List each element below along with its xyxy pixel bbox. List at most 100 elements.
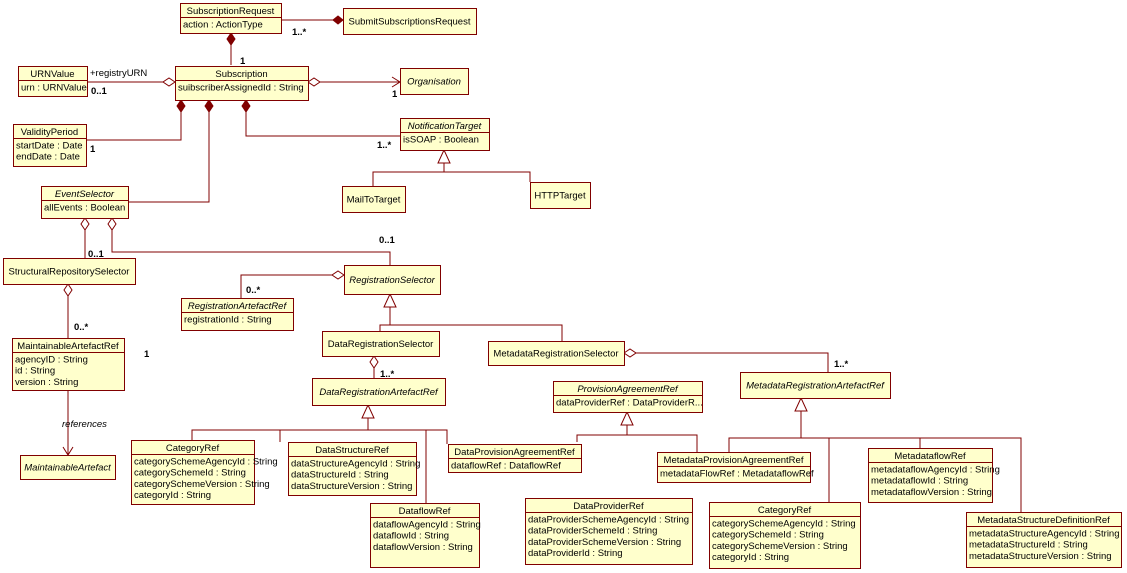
class-name: DataRegistrationSelector [328, 339, 434, 350]
class-name: DataProvisionAgreementRef [454, 447, 575, 458]
class-box [488, 341, 625, 366]
class-attribute: agencyID : String [15, 355, 88, 366]
class-attribute: action : ActionType [183, 20, 263, 31]
class-box [400, 68, 469, 95]
aggregation-diamond [307, 77, 321, 87]
class-name: Subscription [215, 69, 267, 80]
class-attribute: dataStructureVersion : String [291, 481, 412, 492]
class-box [20, 455, 116, 480]
class-http-target: HTTPTarget [530, 182, 591, 209]
class-mail-to-target: MailToTarget [342, 186, 406, 213]
class-box [181, 298, 294, 331]
aggregation-diamond [331, 270, 345, 280]
aggregation-diamond [107, 217, 117, 231]
class-name: MetadataProvisionAgreementRef [664, 455, 804, 466]
class-attribute: categoryId : String [134, 490, 211, 501]
generalization-triangle [383, 292, 397, 308]
composition-diamond [241, 99, 251, 113]
class-structural-repository-selector: StructuralRepositorySelector [3, 258, 136, 285]
class-name: MetadataRegistrationSelector [493, 349, 618, 360]
class-data-provider-ref: DataProviderRefdataProviderSchemeAgencyI… [525, 498, 693, 565]
class-attribute: dataflowAgencyId : String [373, 520, 481, 531]
class-attribute: categorySchemeAgencyId : String [712, 519, 856, 530]
class-box [343, 8, 477, 35]
class-box [740, 372, 891, 399]
gen-dataregsel [379, 324, 563, 341]
class-maintainable-artefact: MaintainableArtefact [20, 455, 116, 480]
assoc-subscription-event [128, 112, 210, 203]
multiplicity-label: 0..1 [88, 249, 105, 260]
multiplicity-label: 1..* [834, 359, 849, 370]
class-attribute: metadataflowAgencyId : String [871, 465, 1000, 476]
class-name: CategoryRef [758, 505, 812, 516]
class-name: MaintainableArtefactRef [17, 341, 119, 352]
aggregation-diamond [80, 217, 90, 231]
class-attribute: startDate : Date [16, 141, 83, 152]
generalization-triangle [794, 396, 808, 412]
class-box [344, 265, 441, 295]
class-name: ValidityPeriod [21, 127, 78, 138]
class-box [868, 448, 993, 503]
class-box [322, 331, 440, 357]
labels: 1..* 1 +registryURN 0..1 1 1 1..* 0..1 0… [62, 27, 849, 430]
class-name: HTTPTarget [534, 191, 586, 202]
aggregation-diamond [369, 355, 379, 369]
class-name: DataRegistrationArtefactRef [319, 387, 439, 398]
assoc-subscription-notif [245, 112, 400, 137]
multiplicity-label: 1 [240, 56, 246, 67]
class-name: MaintainableArtefact [24, 463, 111, 474]
class-name: MetadataRegistrationArtefactRef [746, 381, 885, 392]
class-submit-subscriptions-request: SubmitSubscriptionsRequest [343, 8, 477, 35]
multiplicity-label: 1..* [380, 369, 395, 380]
class-name: DataStructureRef [315, 445, 389, 456]
class-name: SubmitSubscriptionsRequest [349, 17, 471, 28]
class-attribute: categorySchemeId : String [712, 530, 824, 541]
class-data-provision-agreement-ref: DataProvisionAgreementRef dataflowRef : D… [448, 444, 582, 473]
multiplicity-label: 1 [392, 89, 398, 100]
generalization-triangle [620, 410, 634, 426]
class-box [175, 66, 309, 101]
class-organisation: Organisation [400, 68, 469, 95]
class-data-registration-artefact-ref: DataRegistrationArtefactRef [312, 378, 446, 406]
class-box [342, 186, 406, 213]
class-attribute: categoryId : String [712, 552, 789, 563]
assoc-event-regsel [111, 230, 391, 265]
class-name: EventSelector [55, 189, 115, 200]
class-attribute: dataProviderSchemeAgencyId : String [528, 515, 689, 526]
class-box [3, 258, 136, 285]
assoc-subscription-validity [86, 112, 182, 141]
class-attribute: metadataFlowRef : MetadataflowRef [660, 469, 814, 480]
class-name: MailToTarget [347, 195, 401, 206]
class-metadata-registration-artefact-ref: MetadataRegistrationArtefactRef [740, 372, 891, 399]
composition-diamond [176, 99, 186, 113]
class-box [966, 512, 1122, 568]
class-attribute: urn : URNValue [21, 83, 87, 94]
class-attribute: categorySchemeId : String [134, 468, 246, 479]
composition-diamond [226, 32, 236, 46]
class-name: RegistrationSelector [349, 275, 435, 286]
class-name: ProvisionAgreementRef [577, 384, 679, 395]
class-box [525, 498, 693, 565]
class-attribute: metadataflowVersion : String [871, 487, 992, 498]
class-box [709, 502, 861, 569]
class-attribute: dataStructureId : String [291, 470, 389, 481]
gen-mailto [372, 171, 531, 186]
class-attribute: id : String [15, 366, 55, 377]
class-box [400, 118, 490, 151]
class-attribute: dataProviderSchemeVersion : String [528, 537, 681, 548]
class-name: RegistrationArtefactRef [188, 301, 288, 312]
class-attribute: metadataStructureVersion : String [969, 551, 1112, 562]
class-box [41, 186, 129, 219]
multiplicity-label: 0..* [74, 322, 89, 333]
class-box [530, 182, 591, 209]
class-attribute: categorySchemeVersion : String [134, 479, 270, 490]
class-metadata-provision-agreement-ref: MetadataProvisionAgreementRef metadataFlo… [657, 452, 814, 483]
class-attribute: dataflowRef : DataflowRef [451, 461, 561, 472]
